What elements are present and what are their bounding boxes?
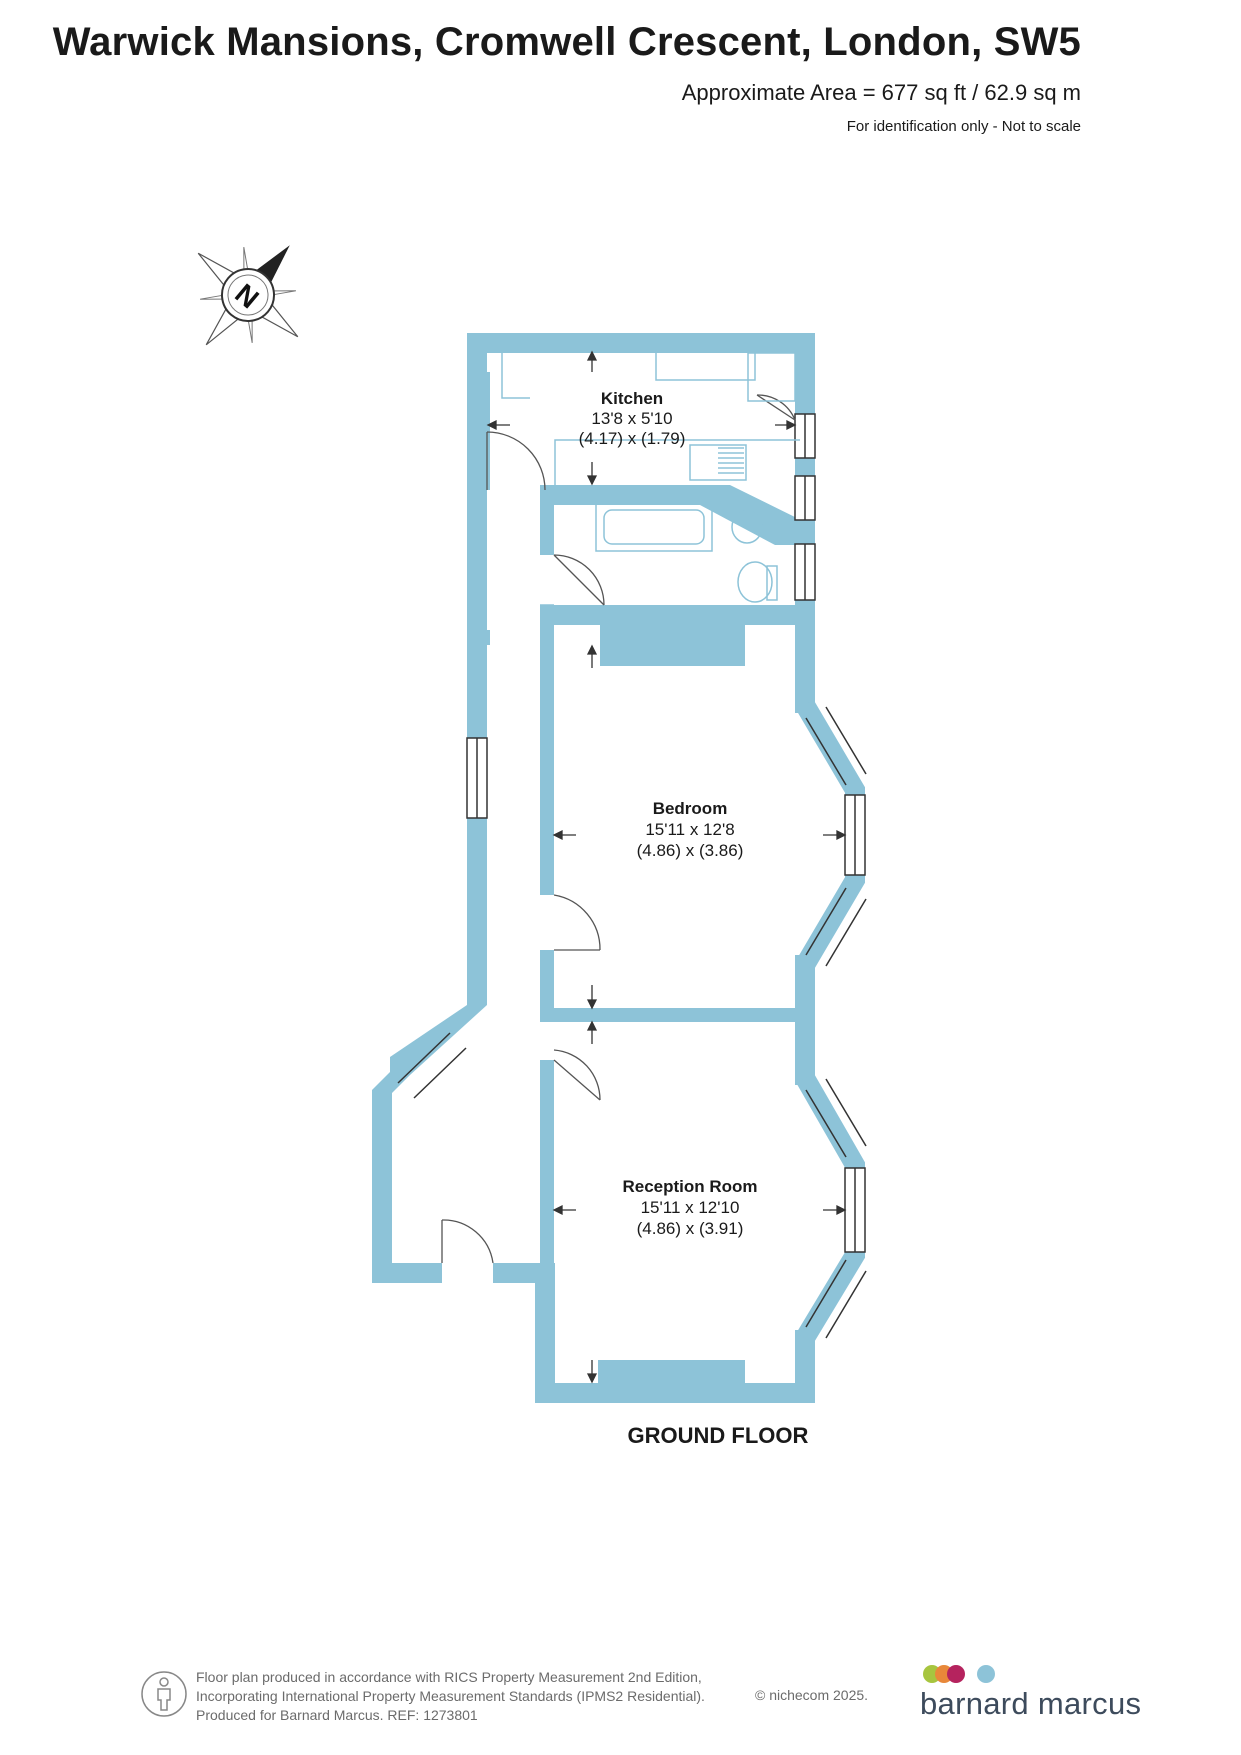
kitchen-imperial: 13'8 x 5'10 [591,409,672,428]
brand-logo: barnard marcus [920,1664,1141,1724]
copyright: © nichecom 2025. [755,1687,869,1703]
bedroom-imperial: 15'11 x 12'8 [645,820,734,839]
person-icon [141,1671,187,1717]
kitchen-name: Kitchen [601,389,663,408]
approximate-area: Approximate Area = 677 sq ft / 62.9 sq m [681,80,1081,105]
reception-name: Reception Room [622,1177,757,1196]
bedroom-metric: (4.86) x (3.86) [637,841,744,860]
brand-name: barnard marcus [920,1686,1142,1721]
room-bedroom: Bedroom 15'11 x 12'8 (4.86) x (3.86) [637,799,744,860]
reception-metric: (4.86) x (3.91) [637,1219,744,1238]
kitchen-units [501,352,800,485]
bay-windows [397,706,867,1339]
reception-imperial: 15'11 x 12'10 [641,1198,740,1217]
page-title: Warwick Mansions, Cromwell Crescent, Lon… [52,20,1081,64]
footer-line-3: Produced for Barnard Marcus. REF: 127380… [196,1707,478,1723]
room-reception: Reception Room 15'11 x 12'10 (4.86) x (3… [622,1177,757,1238]
footer-line-1: Floor plan produced in accordance with R… [196,1669,702,1685]
scale-note: For identification only - Not to scale [846,118,1081,135]
dimension-arrows [486,350,847,1384]
compass-icon [197,245,299,346]
footer-line-2: Incorporating International Property Mea… [196,1688,705,1704]
bathroom-fixtures [540,502,778,606]
kitchen-metric: (4.17) x (1.79) [579,429,686,448]
room-kitchen: Kitchen 13'8 x 5'10 (4.17) x (1.79) [579,389,686,448]
bedroom-name: Bedroom [653,799,728,818]
floor-label: GROUND FLOOR [628,1423,809,1448]
inner-walls [484,372,805,1385]
brand-dots-icon [923,1665,995,1683]
windows [466,413,866,1253]
footer-notes: Floor plan produced in accordance with R… [196,1668,705,1725]
